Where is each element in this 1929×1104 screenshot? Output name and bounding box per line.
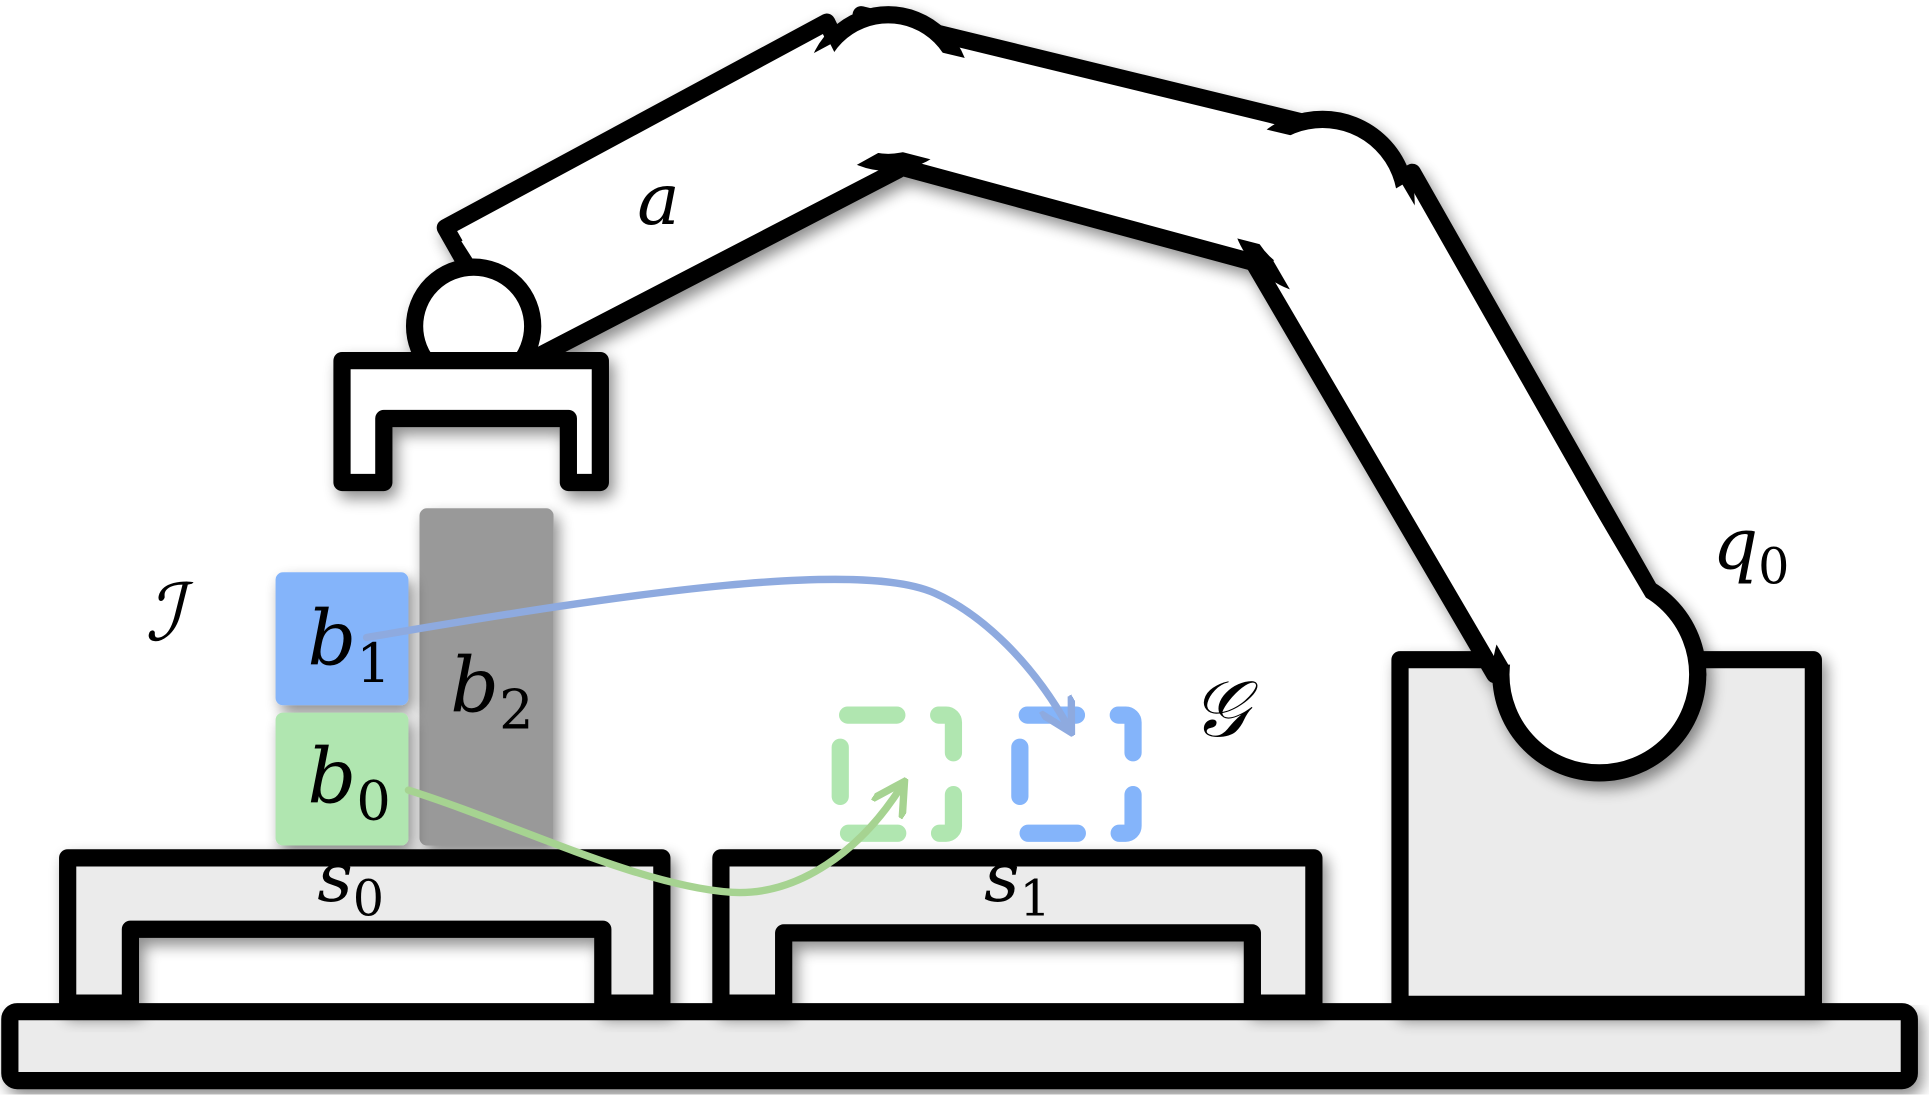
goal-slot-b1 xyxy=(1011,706,1142,842)
arm-label: a xyxy=(637,158,680,241)
goal-state-label: 𝒢 xyxy=(1191,663,1259,755)
blocks xyxy=(275,508,554,846)
goal-slot-b0 xyxy=(831,706,963,842)
config-label: q0 xyxy=(1712,503,1789,596)
floor xyxy=(1,1003,1918,1090)
block-b2-label: b2 xyxy=(450,640,533,741)
block-b0 xyxy=(275,712,409,846)
robot-arm xyxy=(333,6,1707,782)
block-b2 xyxy=(419,508,554,846)
block-b1-label: b1 xyxy=(308,594,391,695)
station-s1-label: s1 xyxy=(984,838,1051,928)
station-s0 xyxy=(59,849,671,1012)
arrow-b1-to-goal xyxy=(362,575,1068,726)
gripper xyxy=(333,352,609,492)
block-b0-label: b0 xyxy=(308,731,391,832)
station-s0-label: s0 xyxy=(317,838,384,928)
block-b1 xyxy=(275,572,409,706)
arrow-b0-to-goal xyxy=(404,788,900,897)
station-s1 xyxy=(712,849,1323,1012)
initial-state-label: ℐ xyxy=(145,567,194,659)
